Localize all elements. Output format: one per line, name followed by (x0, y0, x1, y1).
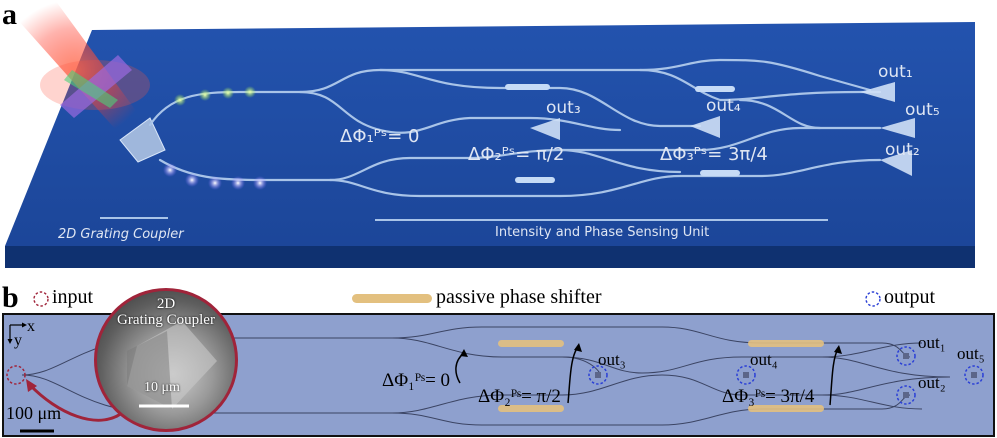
chip-illustration (0, 0, 975, 268)
b-out5-label: out₅ (957, 344, 985, 363)
sem-out4-circle (736, 365, 756, 385)
b-out1-label: out₁ (918, 333, 946, 352)
sem-out1-circle (896, 346, 916, 366)
sem-waveguides (21, 326, 951, 426)
sem-out3-circle (588, 365, 608, 385)
a-phi3-label: ΔΦ₃ᴾˢ= 3π/4 (660, 144, 768, 165)
phase-shifter-3 (700, 170, 740, 176)
axis-y-label: y (14, 332, 22, 349)
a-out4-label: out₄ (706, 96, 741, 116)
legend-shifter-swatch (352, 294, 432, 303)
legend-shifter-label: passive phase shifter (436, 286, 602, 308)
inset-title-line1: 2D (156, 296, 176, 312)
green-light-dots (174, 86, 256, 106)
output-taper-3 (530, 118, 560, 140)
inset-grating-shape (127, 321, 217, 409)
sem-shifter-1 (498, 340, 564, 347)
a-sensing-caption: Intensity and Phase Sensing Unit (495, 225, 710, 240)
phase-shifter-4 (695, 86, 735, 92)
legend-output-label: output (884, 286, 936, 308)
b-out2-label: out₂ (918, 373, 946, 392)
axis-x-label: x (27, 318, 35, 335)
legend-output-marker (865, 291, 881, 307)
b-phi2-label: ΔΦ₂ᴾˢ= π/2 (478, 386, 561, 407)
sem-out2-circle (896, 385, 916, 405)
a-phi2-label: ΔΦ₂ᴾˢ= π/2 (468, 144, 565, 165)
sem-shifter-3 (748, 340, 824, 347)
inset-arrow (28, 383, 123, 422)
output-taper-2 (880, 150, 912, 176)
inset-title-line2: Grating Coupler (117, 312, 215, 328)
a-phi1-label: ΔΦ₁ᴾˢ= 0 (340, 126, 420, 147)
panel-b-letter: b (2, 281, 19, 314)
polarization-plane-green (64, 70, 118, 108)
legend-input-marker (33, 291, 49, 307)
blue-light-dots (163, 163, 267, 190)
a-out1-label: out₁ (878, 62, 913, 82)
inset-scale-label: 10 μm (144, 380, 180, 395)
b-phi3-label: ΔΦ₃ᴾˢ= 3π/4 (722, 386, 815, 407)
sem-input-circle (6, 365, 26, 385)
waveguide-network (148, 58, 882, 198)
sem-axes (9, 324, 24, 341)
a-grating-caption: 2D Grating Coupler (58, 227, 184, 242)
phase-shifter-1 (505, 84, 550, 90)
chip-front-side (5, 246, 975, 268)
legend-input-label: input (52, 286, 94, 308)
sem-out5-circle (964, 365, 984, 385)
output-taper-5 (880, 118, 915, 138)
chip-top-surface (5, 22, 975, 246)
sem-shifter-2 (498, 405, 564, 412)
scale-bar-label: 100 μm (6, 403, 62, 423)
a-out2-label: out₂ (885, 140, 920, 160)
b-phi1-label: ΔΦ₁ᴾˢ= 0 (382, 370, 451, 391)
sem-inset (94, 288, 238, 432)
b-out4-label: out₄ (750, 350, 778, 369)
output-taper-1 (860, 82, 895, 102)
grating-coupler (119, 117, 166, 163)
sem-shifter-4 (748, 405, 824, 412)
a-out3-label: out₃ (546, 98, 581, 118)
a-out5-label: out₅ (905, 100, 940, 120)
phase-shifter-2 (515, 177, 555, 183)
output-taper-4 (690, 116, 720, 138)
b-out3-label: out₃ (598, 350, 626, 369)
